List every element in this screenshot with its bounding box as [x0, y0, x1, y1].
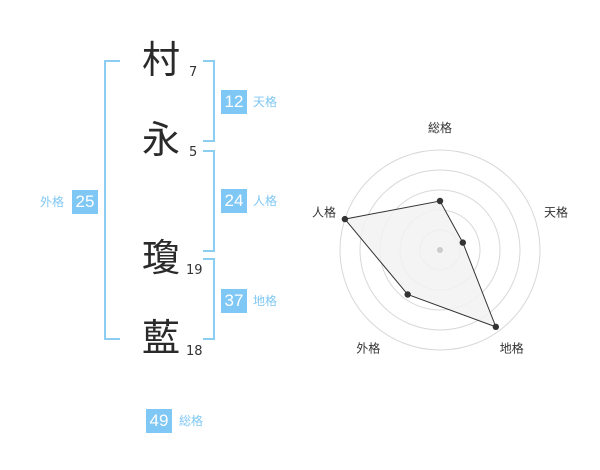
radar-axis-label: 天格	[544, 204, 568, 219]
stroke-count-1: 7	[189, 65, 198, 80]
radar-ring	[339, 149, 541, 351]
radar-point	[436, 197, 444, 205]
stroke-count-2: 5	[189, 145, 198, 160]
chikaku-score: 37	[221, 289, 247, 313]
gaikaku-label: 外格	[40, 195, 65, 209]
radar-area	[343, 200, 497, 328]
radar-center-dot	[437, 247, 443, 253]
radar-ring	[359, 169, 521, 331]
radar-axis-label: 地格	[500, 341, 524, 356]
radar-axis-label: 人格	[312, 204, 336, 219]
radar-axis-label: 総格	[428, 120, 452, 135]
tenkaku-label: 天格	[253, 95, 278, 109]
tenkaku-score: 12	[221, 90, 247, 114]
radar-axis-label: 外格	[356, 341, 380, 356]
radar-point	[341, 215, 349, 223]
tenkaku-bracket	[203, 60, 215, 142]
name-char-4: 藍	[142, 316, 181, 360]
stroke-count-4: 18	[186, 344, 203, 359]
radar-point	[492, 323, 500, 331]
jinkaku-score: 24	[221, 189, 247, 213]
stroke-count-3: 19	[186, 263, 203, 278]
name-char-3: 瓊	[142, 236, 181, 280]
jinkaku-bracket	[203, 150, 215, 252]
chikaku-label: 地格	[253, 294, 278, 308]
chikaku-bracket	[203, 258, 215, 340]
radar-point	[459, 239, 467, 246]
name-char-1: 村	[142, 38, 181, 82]
gaikaku-score: 25	[72, 190, 98, 214]
gaikaku-bracket	[104, 60, 120, 340]
jinkaku-label: 人格	[253, 194, 278, 208]
name-char-2: 永	[142, 118, 181, 162]
soukaku-label: 総格	[179, 414, 204, 428]
radar-point	[404, 291, 411, 298]
soukaku-score: 49	[146, 409, 172, 433]
